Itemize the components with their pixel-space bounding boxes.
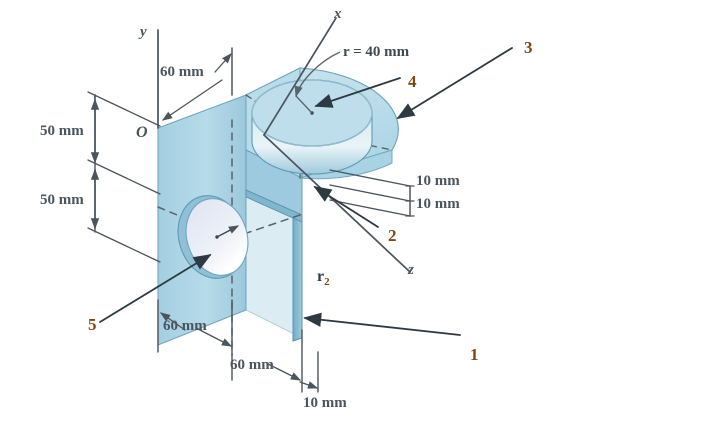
callout-5-arrow [99, 254, 212, 323]
dimension-left-50mm-upper: 50 mm [40, 123, 84, 139]
radius-hole-subscript: 2 [324, 276, 330, 289]
dimension-lines [87, 47, 415, 393]
dimension-right-10mm-upper: 10 mm [416, 173, 460, 189]
dimension-bottom-10mm: 10 mm [303, 395, 347, 411]
x-axis-label: x [334, 6, 342, 22]
z-axis-line [263, 134, 411, 273]
radius-disc-label: r = 40 mm [343, 44, 410, 60]
callout-2-arrow [313, 186, 379, 228]
callout-arrows [99, 47, 513, 336]
radius-hole-label: r2 [317, 268, 330, 288]
callout-3-label: 3 [524, 38, 533, 57]
dimension-bottom-60mm-upper: 60 mm [163, 318, 207, 334]
disc-radius-leader [294, 51, 341, 114]
y-axis-label: y [140, 24, 147, 40]
radius-hole-symbol: r [317, 268, 325, 285]
hole-radius-arrow [215, 225, 240, 239]
axis-lines [157, 17, 411, 273]
callout-3-arrow [396, 47, 513, 119]
callout-2-label: 2 [388, 226, 397, 245]
callout-1-arrow [303, 312, 461, 336]
dimension-top-60mm: 60 mm [160, 64, 204, 80]
dimension-left-50mm-lower: 50 mm [40, 192, 84, 208]
dimension-right-10mm-lower: 10 mm [416, 196, 460, 212]
callout-4-label: 4 [408, 72, 417, 91]
callout-1-label: 1 [470, 345, 479, 364]
callout-5-label: 5 [88, 315, 97, 334]
z-axis-label: z [408, 262, 414, 278]
dimension-bottom-60mm-lower: 60 mm [230, 357, 274, 373]
callout-4-arrow [314, 77, 401, 108]
solid-body [157, 67, 399, 356]
origin-label: O [136, 124, 148, 141]
x-axis-line [263, 17, 337, 136]
